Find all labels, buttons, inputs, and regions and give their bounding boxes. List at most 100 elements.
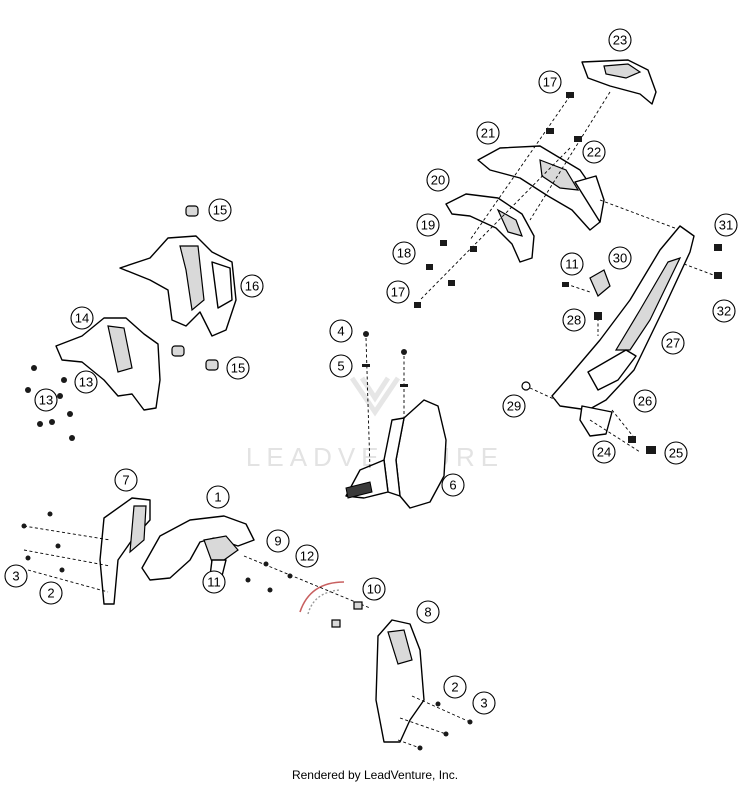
callout-28[interactable]: 28 [562, 308, 586, 332]
svg-text:2: 2 [47, 586, 54, 601]
clip-30-icon [589, 269, 611, 297]
callout-14[interactable]: 14 [70, 306, 94, 330]
callout-15[interactable]: 15 [208, 198, 232, 222]
watermark: LEADVENTURE [246, 376, 498, 472]
callout-13[interactable]: 13 [74, 370, 98, 394]
callout-4[interactable]: 4 [329, 319, 353, 343]
callout-21[interactable]: 21 [476, 121, 500, 145]
callout-12[interactable]: 12 [295, 544, 319, 568]
svg-text:13: 13 [79, 375, 93, 390]
callout-9[interactable]: 9 [266, 529, 290, 553]
part-6-disc-guard [345, 331, 447, 509]
nut-17-icon [566, 92, 574, 98]
svg-text:20: 20 [431, 173, 445, 188]
svg-text:6: 6 [449, 478, 456, 493]
part-23-top-cap [581, 59, 657, 105]
callout-7[interactable]: 7 [114, 468, 138, 492]
callout-25[interactable]: 25 [664, 441, 688, 465]
svg-text:2: 2 [451, 680, 458, 695]
callout-13[interactable]: 13 [34, 388, 58, 412]
svg-text:25: 25 [669, 446, 683, 461]
part-1-front-fender [141, 515, 255, 581]
part-10-guide [243, 555, 371, 628]
callout-17[interactable]: 17 [538, 70, 562, 94]
svg-text:5: 5 [337, 359, 344, 374]
bolt-28-icon [594, 312, 602, 320]
svg-text:28: 28 [567, 313, 581, 328]
callout-1[interactable]: 1 [206, 485, 230, 509]
callout-6[interactable]: 6 [441, 473, 465, 497]
svg-text:26: 26 [638, 394, 652, 409]
bolts-right-guard [397, 695, 473, 751]
watermark-logo-icon [349, 376, 401, 417]
callout-3[interactable]: 3 [472, 691, 496, 715]
callouts: 1 2 2 3 3 4 5 6 7 8 9 10 11 11 12 13 13 … [4, 28, 738, 715]
callout-5[interactable]: 5 [329, 354, 353, 378]
callout-18[interactable]: 18 [392, 241, 416, 265]
svg-text:31: 31 [719, 218, 733, 233]
callout-26[interactable]: 26 [633, 389, 657, 413]
svg-text:14: 14 [75, 311, 89, 326]
svg-text:3: 3 [480, 696, 487, 711]
svg-text:19: 19 [421, 218, 435, 233]
svg-text:8: 8 [424, 605, 431, 620]
svg-text:11: 11 [565, 257, 579, 272]
svg-text:9: 9 [274, 534, 281, 549]
part-20-lower-clamp [445, 193, 535, 263]
bolt-32-icon [714, 272, 722, 279]
bolts-fork-slider [521, 244, 722, 454]
callout-23[interactable]: 23 [608, 28, 632, 52]
callout-22[interactable]: 22 [582, 140, 606, 164]
callout-16[interactable]: 16 [240, 274, 264, 298]
callout-15[interactable]: 15 [226, 356, 250, 380]
callout-8[interactable]: 8 [416, 600, 440, 624]
svg-text:18: 18 [397, 246, 411, 261]
svg-text:15: 15 [213, 203, 227, 218]
svg-text:12: 12 [300, 549, 314, 564]
svg-text:4: 4 [337, 324, 344, 339]
callout-11[interactable]: 11 [202, 570, 226, 594]
callout-19[interactable]: 19 [416, 213, 440, 237]
svg-text:7: 7 [122, 473, 129, 488]
callout-31[interactable]: 31 [714, 213, 738, 237]
svg-text:17: 17 [391, 285, 405, 300]
svg-text:13: 13 [39, 393, 53, 408]
callout-27[interactable]: 27 [661, 331, 685, 355]
svg-text:22: 22 [587, 145, 601, 160]
svg-text:3: 3 [12, 569, 19, 584]
callout-3[interactable]: 3 [4, 564, 28, 588]
callout-10[interactable]: 10 [362, 577, 386, 601]
part-21-upper-clamp [477, 145, 605, 231]
callout-24[interactable]: 24 [592, 440, 616, 464]
nut-22-icon [574, 136, 582, 142]
svg-text:30: 30 [613, 251, 627, 266]
part-7-left-fork-guard [99, 497, 151, 605]
bolt-24-icon [628, 436, 636, 443]
callout-17[interactable]: 17 [386, 280, 410, 304]
bushings-15 [171, 205, 219, 371]
svg-text:1: 1 [214, 490, 221, 505]
washer-5-icon [362, 364, 370, 367]
callout-30[interactable]: 30 [608, 246, 632, 270]
callout-20[interactable]: 20 [426, 168, 450, 192]
callout-2[interactable]: 2 [443, 675, 467, 699]
callout-29[interactable]: 29 [502, 394, 526, 418]
svg-text:23: 23 [613, 33, 627, 48]
svg-text:24: 24 [597, 445, 611, 460]
svg-text:27: 27 [666, 336, 680, 351]
callout-2[interactable]: 2 [39, 581, 63, 605]
svg-text:10: 10 [367, 582, 381, 597]
bushing-15-bottom-icon [205, 359, 219, 371]
bolt-31-icon [714, 244, 722, 251]
callout-32[interactable]: 32 [712, 299, 736, 323]
part-27-fork-slider [551, 225, 695, 437]
part-14-lower-bracket [55, 317, 161, 411]
svg-text:17: 17 [543, 75, 557, 90]
part-16-upper-bracket [119, 235, 237, 337]
svg-text:21: 21 [481, 126, 495, 141]
bushing-15-top-icon [185, 205, 199, 217]
footer-credit: Rendered by LeadVenture, Inc. [291, 768, 459, 782]
svg-text:29: 29 [507, 399, 521, 414]
callout-11[interactable]: 11 [560, 252, 584, 276]
